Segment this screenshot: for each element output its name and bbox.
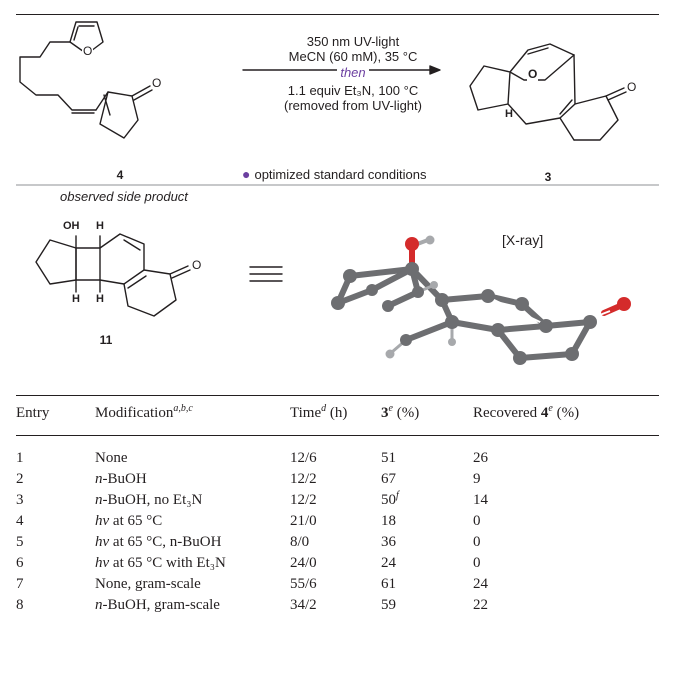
table-row: 3 n-BuOH, no Et₃N 12/2 50f 14 — [16, 490, 488, 509]
condition-base: 1.1 equiv Et₃N, 100 °C — [287, 83, 419, 98]
table-row: 8 n-BuOH, gram-scale 34/2 59 22 — [16, 597, 488, 613]
hydroxyl-label-11: OH — [63, 220, 80, 232]
condition-then: then — [228, 65, 478, 80]
table-row: 6 hν at 65 °C with Et₃N 24/0 24 0 — [16, 555, 481, 571]
compound-label-4: 4 — [116, 168, 124, 182]
then-label: then — [337, 65, 369, 80]
alkyl-chain — [19, 41, 97, 111]
table-row: 1 None 12/6 51 26 — [16, 450, 488, 466]
table-row: 4 hν at 65 °C 21/0 18 0 — [16, 513, 481, 529]
optimized-conditions-note: ●optimized standard conditions — [242, 166, 426, 182]
compound-label-11: 11 — [99, 333, 113, 347]
side-product-11-structure — [35, 233, 191, 317]
reaction-scheme — [19, 21, 631, 365]
header-modification: Modificationa,b,c — [95, 395, 290, 436]
arrow-head — [429, 65, 441, 75]
optimization-table: Entry Modificationa,b,c Timed (h) 3e (%)… — [16, 395, 659, 616]
side-product-heading: observed side product — [60, 189, 188, 204]
furan-ring — [69, 21, 104, 55]
table-row: 5 hν at 65 °C, n-BuOH 8/0 36 0 — [16, 534, 481, 550]
optimized-conditions-text: optimized standard conditions — [254, 167, 427, 182]
compound-label-3: 3 — [544, 170, 552, 184]
furan-oxygen-label: O — [82, 44, 94, 58]
stereo-h-bottom-right-11: H — [96, 293, 104, 305]
stereo-h-label-3: H — [505, 108, 513, 120]
ketone-oxygen-label-11: O — [192, 258, 202, 272]
table-header-row: Entry Modificationa,b,c Timed (h) 3e (%)… — [16, 395, 659, 436]
table-row: 7 None, gram-scale 55/6 61 24 — [16, 576, 488, 592]
product-3-structure — [469, 43, 627, 141]
equivalence-sign — [249, 266, 283, 282]
header-recovered: Recovered 4e (%) — [473, 395, 659, 436]
ketone-oxygen-label-4: O — [152, 76, 162, 90]
xray-label: [X-ray] — [502, 232, 544, 248]
stereo-h-top-11: H — [96, 220, 104, 232]
condition-removed: (removed from UV-light) — [284, 98, 422, 113]
header-entry: Entry — [16, 395, 95, 436]
bullet-icon: ● — [242, 166, 251, 182]
condition-solvent: MeCN (60 mM), 35 °C — [288, 49, 418, 64]
condition-uv-light: 350 nm UV-light — [306, 34, 400, 49]
header-yield: 3e (%) — [381, 395, 473, 436]
ketone-oxygen-label-3: O — [627, 80, 637, 94]
cyclopentenone-4 — [95, 85, 153, 139]
bridge-oxygen-label: O — [527, 67, 539, 81]
top-rule — [16, 14, 659, 16]
scheme-separator — [16, 184, 659, 186]
table-row: 2 n-BuOH 12/2 67 9 — [16, 471, 481, 487]
xray-model — [331, 235, 631, 365]
stereo-h-bottom-left-11: H — [72, 293, 80, 305]
header-time: Timed (h) — [290, 395, 381, 436]
